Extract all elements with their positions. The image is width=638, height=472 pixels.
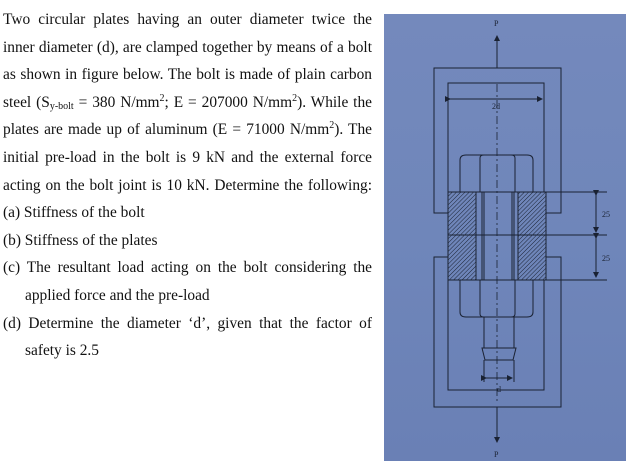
label-p-top: P [494,19,499,28]
label-25-top: 25 [602,210,610,219]
text-line: inner diameter (d), are clamped together… [3,38,372,56]
subscript: y-bolt [49,100,74,112]
text: plates are made up of aluminum (E = 7100… [3,121,330,139]
item-d: (d) Determine the diameter ‘d’, given th… [3,314,372,332]
bottom-bracket [433,256,562,408]
figure-labels: P P 2d d 25 25 [492,19,610,459]
nut [459,280,534,318]
text-line: as shown in figure below. The bolt is ma… [3,66,372,84]
superscript: 2 [329,120,335,132]
text-line: plates are made up of aluminum (E = 7100… [3,116,372,144]
label-p-bottom: P [494,450,499,459]
item-d-continued: safety is 2.5 [25,342,99,360]
problem-statement: Two circular plates having an outer diam… [3,6,372,365]
text-line: initial pre-load in the bolt is 9 kN and… [3,148,372,166]
text: = 380 N/mm [73,93,160,111]
label-2d: 2d [492,102,500,111]
label-d: d [497,385,501,394]
text: ). The [334,121,372,139]
item-c: (c) The resultant load acting on the bol… [3,259,372,277]
superscript: 2 [292,92,298,104]
text-line: steel (Sy-bolt = 380 N/mm2; E = 207000 N… [3,89,372,117]
text-line: Two circular plates having an outer diam… [3,11,372,28]
text: ). While the [297,93,372,111]
top-bracket [433,67,562,214]
bolted-joint-figure: P P 2d d 25 25 [384,14,626,461]
label-25-bottom: 25 [602,254,610,263]
bolt-shank [481,192,517,361]
plate-hatch-left [447,191,477,281]
text-line: acting on the bolt joint is 10 kN. Deter… [3,176,372,194]
item-c-continued: applied force and the pre-load [25,286,210,304]
superscript: 2 [159,92,165,104]
text: steel (S [3,93,50,111]
text: ; E = 207000 N/mm [164,93,293,111]
figure-drawing [433,35,607,443]
item-a: (a) Stiffness of the bolt [3,204,145,222]
bolt-head [459,154,534,192]
item-b: (b) Stiffness of the plates [3,231,158,249]
